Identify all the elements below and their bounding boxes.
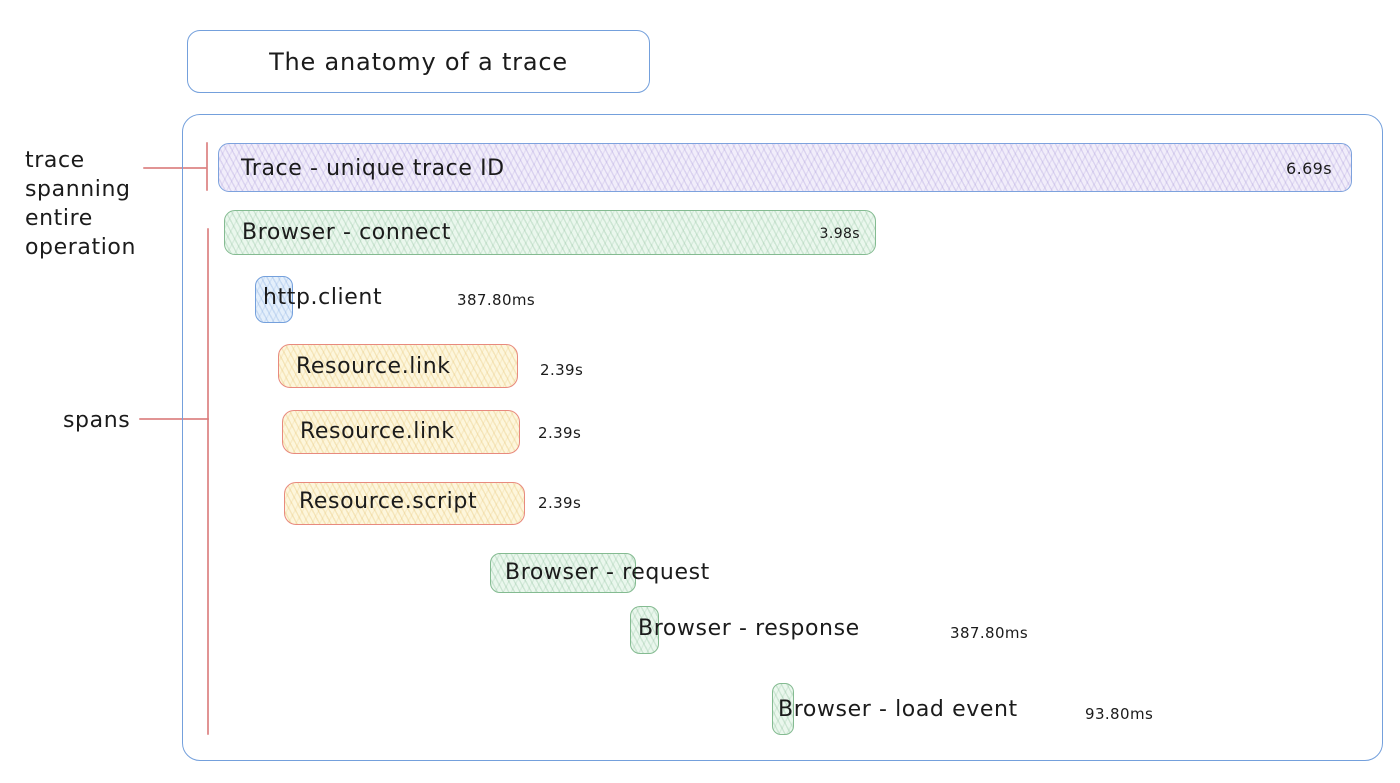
span-duration-browser-connect: 3.98s — [819, 226, 860, 242]
diagram-title: The anatomy of a trace — [269, 47, 568, 76]
trace-annotation-line-4: operation — [25, 235, 137, 260]
trace-container-box — [182, 114, 1383, 761]
trace-row-marker-line — [206, 142, 208, 191]
spans-annotation-connector-line — [139, 418, 209, 420]
trace-annotation-connector-line — [143, 167, 207, 169]
span-duration-http-client: 387.80ms — [457, 291, 536, 309]
trace-annotation-line-3: entire — [25, 206, 93, 231]
trace-bar-label: Trace - unique trace ID — [241, 156, 505, 181]
span-label-resource-link-2: Resource.link — [300, 419, 455, 444]
span-label-browser-request: Browser - request — [505, 560, 710, 585]
span-duration-resource-link-1: 2.39s — [540, 361, 584, 379]
span-label-browser-load-event: Browser - load event — [778, 697, 1018, 722]
span-bar-resource-script — [284, 482, 525, 525]
trace-bar — [218, 143, 1352, 192]
span-bar-resource-link-1 — [278, 344, 518, 388]
trace-annotation-text: trace spanning entire operation — [25, 146, 136, 262]
span-bar-browser-load-event — [772, 683, 794, 735]
trace-annotation-line-1: trace — [25, 148, 85, 173]
span-label-browser-connect: Browser - connect — [242, 220, 451, 245]
span-label-http-client: http.client — [263, 285, 383, 310]
trace-annotation-line-2: spanning — [25, 177, 131, 202]
span-label-browser-response: Browser - response — [638, 616, 860, 641]
diagram-title-box: The anatomy of a trace — [187, 30, 650, 93]
span-bar-resource-link-2 — [282, 410, 520, 454]
span-bar-browser-request — [490, 553, 636, 593]
span-bar-http-client — [255, 276, 293, 323]
span-duration-resource-script: 2.39s — [538, 494, 582, 512]
span-label-resource-script: Resource.script — [299, 489, 478, 514]
span-bar-browser-connect — [224, 210, 876, 255]
spans-bracket-line — [207, 228, 209, 735]
trace-bar-duration: 6.69s — [1286, 159, 1332, 178]
spans-annotation-text: spans — [63, 408, 131, 433]
span-duration-browser-load-event: 93.80ms — [1085, 705, 1154, 723]
span-duration-resource-link-2: 2.39s — [538, 424, 582, 442]
span-label-resource-link-1: Resource.link — [296, 354, 451, 379]
span-duration-browser-response: 387.80ms — [950, 624, 1029, 642]
span-bar-browser-response — [630, 606, 659, 654]
